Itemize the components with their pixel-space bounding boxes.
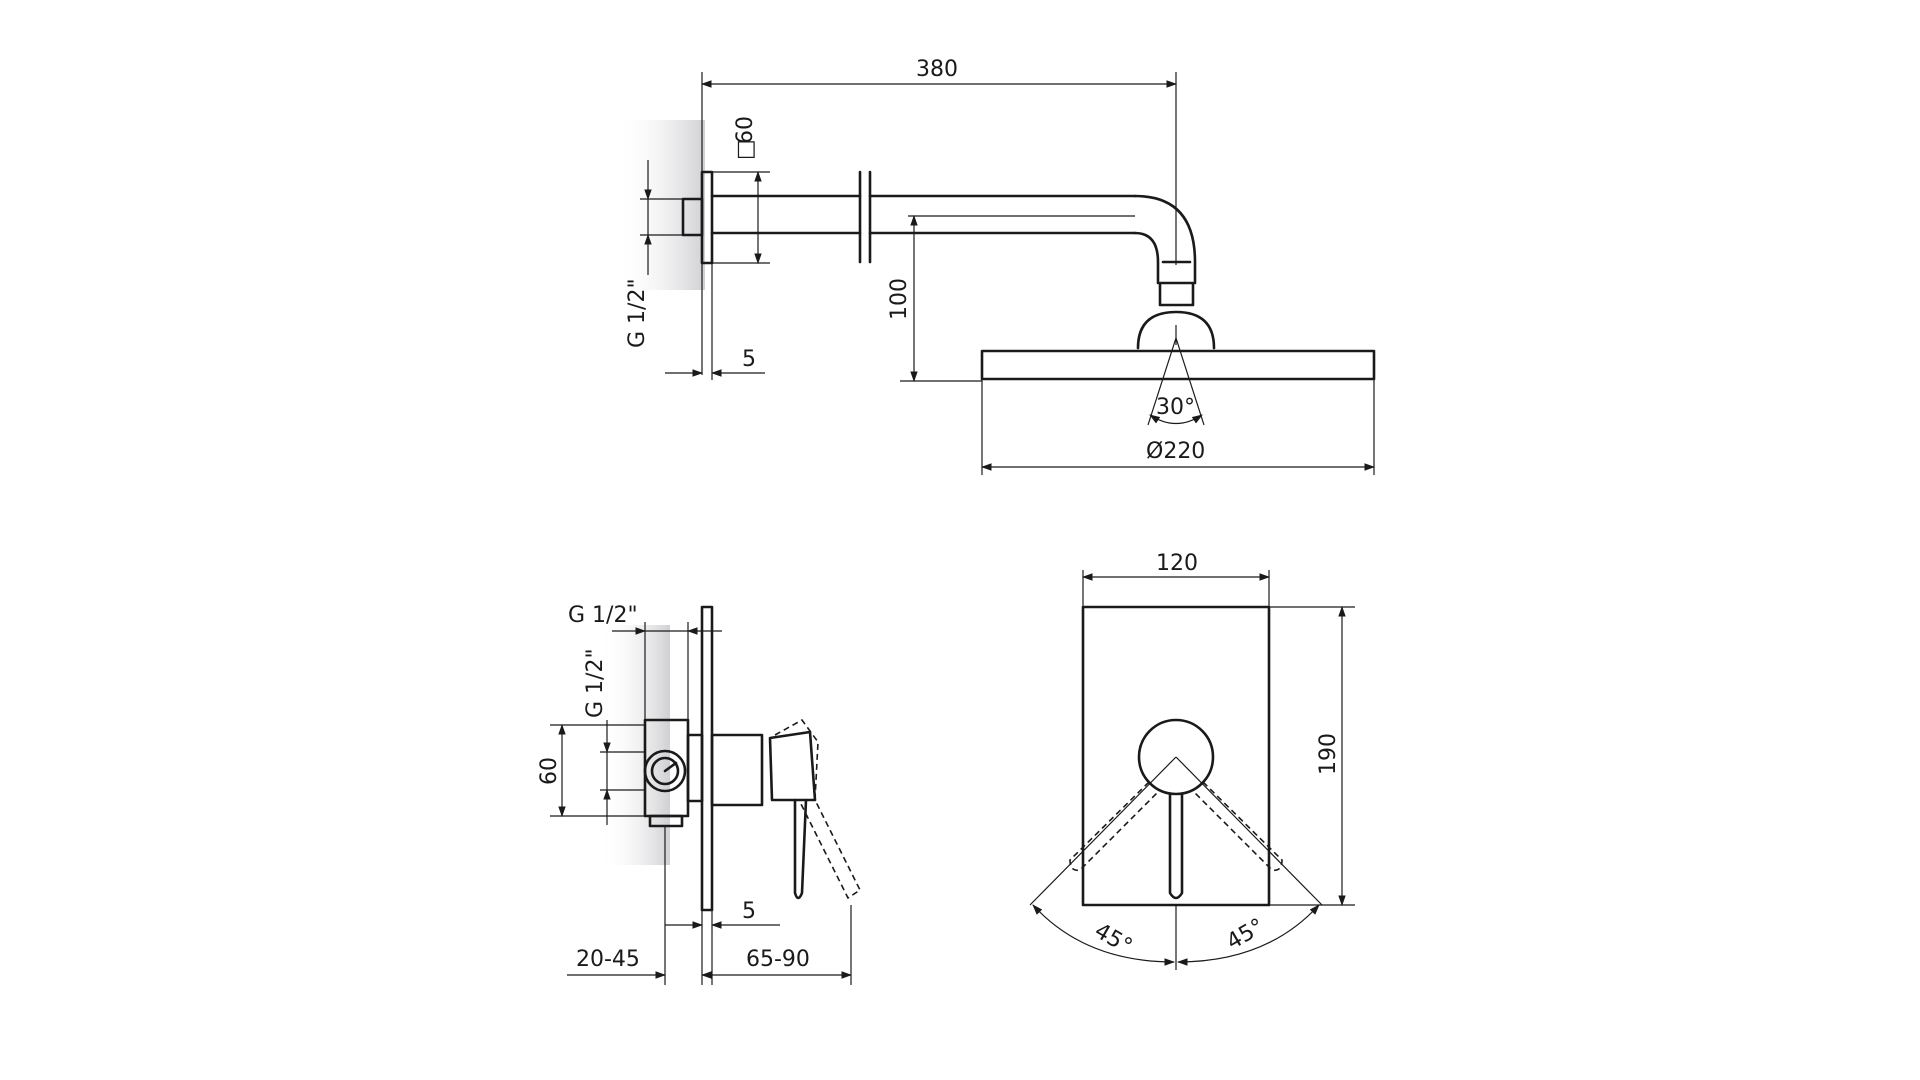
shower-arm [710,170,1197,307]
shower-arm-side-view: 30° 380 □ 60 G 1/2" 5 100 [615,57,1376,475]
flange-thickness-label: 5 [742,347,756,372]
head-connector [1136,310,1216,350]
spray-angle-label: 30° [1156,395,1195,420]
wall-shading-bottom [600,625,670,865]
spray-line-right [1175,337,1205,426]
shower-head [980,349,1376,381]
mixer-knob [1137,718,1215,796]
lever-angle-right-label: 45° [1223,914,1269,955]
front-lever-rotated-right [1191,781,1283,872]
mixer-cartridge [710,733,764,807]
mixer-lever [793,798,808,900]
front-plate [1081,605,1271,907]
head-diameter-label: Ø220 [1146,439,1205,464]
head-height-label: 100 [887,278,912,320]
flange-square-symbol: □ [733,139,758,160]
wall-shading-top [615,120,705,290]
front-lever [1168,792,1184,900]
outlet-thread-side-label: G 1/2" [583,648,608,718]
outlet-thread-top-label: G 1/2" [568,603,638,628]
flange-square-label: 60 [733,116,758,144]
wall-thread-label: G 1/2" [625,278,650,348]
wall-depth-range-label: 20-45 [576,947,640,972]
spray-angle-arc [1149,414,1203,425]
spray-line-left [1147,337,1177,426]
mixer-side-view: G 1/2" G 1/2" 60 5 20-45 65-90 [537,603,862,985]
mixer-lever-rotated [774,718,862,900]
front-lever-rotated-left [1069,781,1161,872]
mixer-front-view: 45° 45° 120 190 [1029,551,1355,970]
plate-width-label: 120 [1156,551,1198,576]
projection-range-label: 65-90 [746,947,810,972]
cover-plate [700,605,714,912]
plate-height-label: 190 [1316,733,1341,775]
body-height-label: 60 [537,757,562,785]
plate-thickness-label: 5 [742,899,756,924]
lever-angle-left-label: 45° [1090,919,1136,960]
lever-angle-arc-left [1032,904,1176,966]
valve-body [643,718,704,828]
mixer-lever-head [768,730,817,802]
arm-length-label: 380 [916,57,958,82]
lever-angle-arc-right [1176,904,1320,966]
